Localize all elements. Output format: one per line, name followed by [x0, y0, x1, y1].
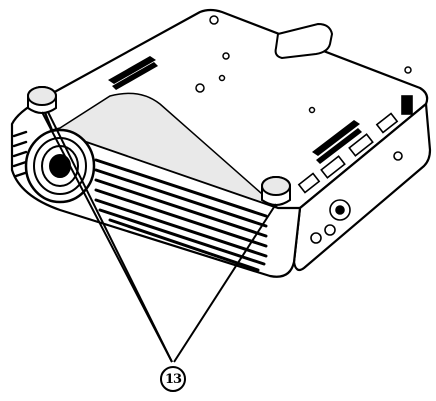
rear-foot-pad: [274, 22, 334, 60]
front-face-shade: [49, 92, 279, 209]
callout-13: 13: [160, 366, 186, 392]
front-foot-left: [27, 86, 57, 114]
front-vent-grille: [94, 158, 268, 272]
leader-line-left-inner: [47, 111, 173, 363]
bottom-screws: [195, 15, 412, 114]
leader-line-right: [173, 203, 277, 363]
bottom-vent: [108, 56, 362, 164]
front-foot-right: [261, 176, 291, 206]
callout-leader-lines: [41, 111, 277, 363]
connector-panel: [297, 95, 413, 244]
